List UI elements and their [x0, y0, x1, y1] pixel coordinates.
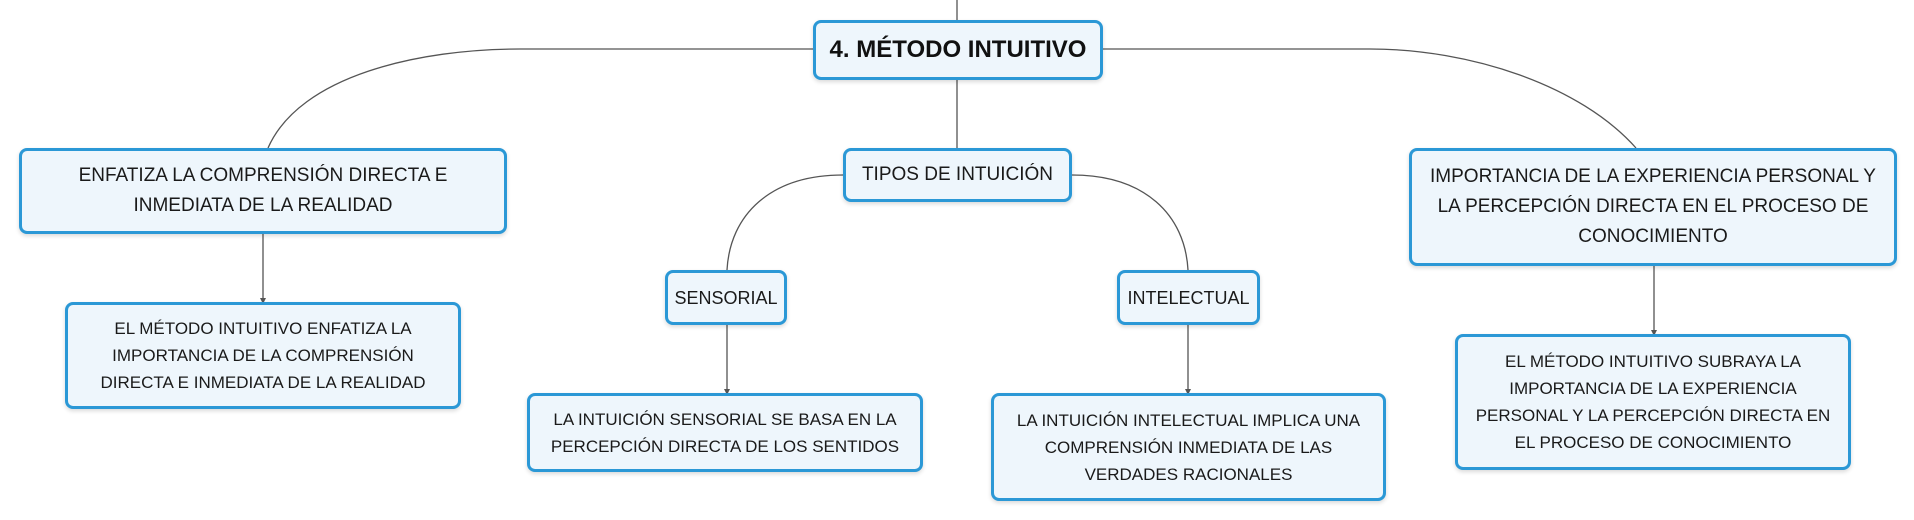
node-enfatiza-detalle[interactable]: EL MÉTODO INTUITIVO ENFATIZA LA IMPORTAN…: [65, 302, 461, 409]
connector-root-enfatiza: [267, 48, 813, 149]
node-intelectual-detalle-label: LA INTUICIÓN INTELECTUAL IMPLICA UNA COM…: [1016, 410, 1361, 484]
arrowhead: [724, 389, 730, 395]
arrowhead: [1185, 389, 1191, 395]
node-enfatiza-label: ENFATIZA LA COMPRENSIÓN DIRECTA E INMEDI…: [78, 165, 448, 216]
node-sensorial-label: SENSORIAL: [674, 287, 778, 308]
node-importancia-detalle-label: EL MÉTODO INTUITIVO SUBRAYA LA IMPORTANC…: [1475, 352, 1831, 452]
arrowhead: [1651, 330, 1657, 336]
node-importancia-label: IMPORTANCIA DE LA EXPERIENCIA PERSONAL Y…: [1430, 166, 1876, 247]
node-enfatiza[interactable]: ENFATIZA LA COMPRENSIÓN DIRECTA E INMEDI…: [19, 148, 507, 234]
node-enfatiza-detalle-label: EL MÉTODO INTUITIVO ENFATIZA LA IMPORTAN…: [100, 319, 426, 392]
node-sensorial-detalle-label: LA INTUICIÓN SENSORIAL SE BASA EN LA PER…: [550, 409, 900, 456]
node-importancia-detalle[interactable]: EL MÉTODO INTUITIVO SUBRAYA LA IMPORTANC…: [1455, 334, 1851, 470]
root-label: 4. MÉTODO INTUITIVO: [829, 36, 1087, 63]
node-intelectual[interactable]: INTELECTUAL: [1117, 270, 1260, 325]
arrowhead: [260, 298, 266, 304]
connector-tipos-sensorial: [726, 174, 844, 271]
node-importancia[interactable]: IMPORTANCIA DE LA EXPERIENCIA PERSONAL Y…: [1409, 148, 1897, 266]
node-sensorial-detalle[interactable]: LA INTUICIÓN SENSORIAL SE BASA EN LA PER…: [527, 393, 923, 472]
connector-tipos-intelectual: [1071, 174, 1189, 271]
node-tipos-label: TIPOS DE INTUICIÓN: [861, 164, 1054, 185]
connector-root-importancia: [1103, 48, 1637, 149]
node-intelectual-detalle[interactable]: LA INTUICIÓN INTELECTUAL IMPLICA UNA COM…: [991, 393, 1386, 501]
node-intelectual-label: INTELECTUAL: [1127, 287, 1250, 308]
node-sensorial[interactable]: SENSORIAL: [665, 270, 787, 325]
root-node[interactable]: 4. MÉTODO INTUITIVO: [813, 20, 1103, 80]
node-tipos[interactable]: TIPOS DE INTUICIÓN: [843, 148, 1072, 202]
